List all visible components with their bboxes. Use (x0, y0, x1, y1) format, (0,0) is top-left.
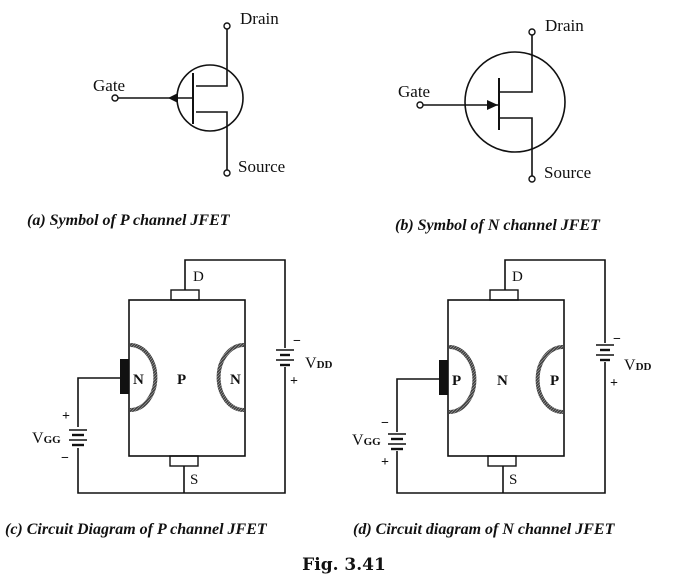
vgg-label: VGG (32, 430, 61, 447)
gate-arrow-inward-icon (487, 100, 498, 110)
drain-label: D (512, 269, 523, 285)
panel-caption: (b) Symbol of N channel JFET (395, 217, 601, 234)
drain-terminal (223, 22, 231, 30)
channel-label: N (497, 373, 508, 389)
vdd-bottom-sign: + (290, 374, 298, 389)
left-gate-region-label: N (133, 372, 144, 388)
source-contact (169, 455, 199, 467)
gate-wire (396, 378, 439, 432)
panel-a-p-channel-symbol: Drain Gate Source (a) Symbol of P channe… (27, 9, 285, 229)
gate-label: Gate (398, 82, 430, 101)
vgg-battery (69, 429, 87, 447)
vgg-battery (388, 433, 406, 451)
source-lead (196, 111, 228, 170)
vdd-bottom-sign: + (610, 376, 618, 391)
left-gate-junction (129, 343, 158, 412)
gate-arrow-outward-icon (168, 93, 178, 103)
source-terminal (223, 169, 231, 177)
drain-wire (504, 259, 606, 343)
drain-terminal (528, 28, 536, 36)
gate-terminal (111, 94, 119, 102)
source-label: S (509, 472, 517, 488)
left-gate-region-label: P (452, 373, 461, 389)
right-gate-region-label: N (230, 372, 241, 388)
source-contact (487, 455, 517, 467)
vdd-battery (596, 344, 614, 362)
panel-caption: (a) Symbol of P channel JFET (27, 212, 231, 229)
gate-wire (77, 377, 120, 427)
panel-c-p-channel-circuit: − + VDD + − VGG D S P N N (c) Circuit Di… (5, 259, 333, 538)
vdd-return-wire (396, 362, 606, 494)
vdd-top-sign: − (613, 332, 621, 347)
right-gate-junction (216, 343, 245, 412)
drain-contact (489, 289, 519, 301)
source-lead (499, 117, 533, 176)
figure-number: Fig. 3.41 (302, 555, 386, 575)
gate-contact (120, 359, 129, 394)
vdd-top-sign: − (293, 334, 301, 349)
vdd-battery (276, 349, 294, 367)
source-label: S (190, 472, 198, 488)
panel-caption: (d) Circuit diagram of N channel JFET (353, 521, 616, 538)
right-gate-region-label: P (550, 373, 559, 389)
source-label: Source (544, 163, 591, 182)
drain-wire (184, 259, 286, 348)
vdd-label: VDD (624, 357, 652, 374)
drain-label: Drain (545, 16, 584, 35)
vgg-top-sign: + (62, 409, 70, 424)
vgg-bottom-sign: + (381, 455, 389, 470)
drain-label: Drain (240, 9, 279, 28)
drain-label: D (193, 269, 204, 285)
gate-terminal (416, 101, 424, 109)
gate-label: Gate (93, 76, 125, 95)
channel-label: P (177, 372, 186, 388)
vdd-label: VDD (305, 355, 333, 372)
drain-contact (170, 289, 200, 301)
panel-d-n-channel-circuit: − + VDD − + VGG D S N P P (d) Circuit di… (352, 259, 652, 538)
vgg-bottom-sign: − (61, 451, 69, 466)
source-label: Source (238, 157, 285, 176)
panel-b-n-channel-symbol: Drain Gate Source (b) Symbol of N channe… (395, 16, 601, 234)
gate-contact (439, 360, 448, 395)
left-gate-junction (448, 345, 477, 414)
vgg-label: VGG (352, 432, 381, 449)
source-terminal (528, 175, 536, 183)
panel-caption: (c) Circuit Diagram of P channel JFET (5, 521, 268, 538)
vgg-top-sign: − (381, 416, 389, 431)
vdd-return-wire (77, 367, 286, 494)
right-gate-junction (535, 345, 564, 414)
device-envelope-circle (464, 51, 566, 153)
drain-lead (196, 29, 228, 87)
drain-lead (499, 35, 533, 93)
